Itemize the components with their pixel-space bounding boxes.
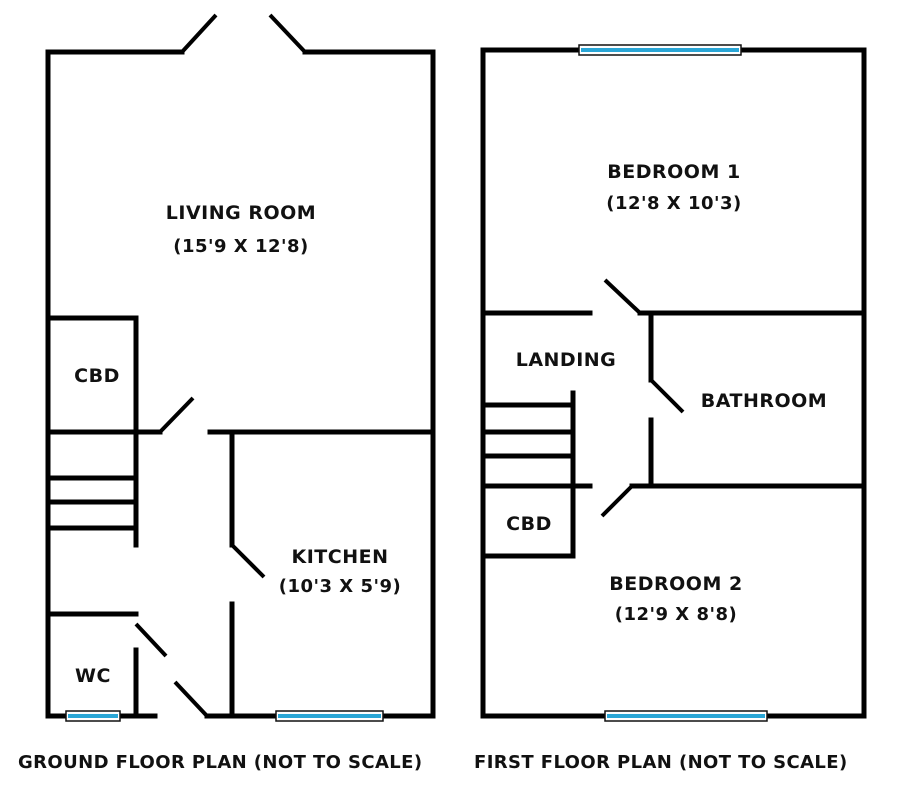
first-floor-doors: [600, 278, 685, 518]
ground-cbd-label: CBD: [74, 365, 120, 387]
kitchen-door: [230, 543, 266, 579]
living-room-door: [158, 396, 195, 434]
kitchen-label: KITCHEN: [292, 546, 389, 568]
ground-floor-doors: [134, 13, 307, 718]
first-floor-plan: BEDROOM 1 (12'8 X 10'3) LANDING BATHROOM…: [474, 44, 867, 773]
entrance-door-left: [180, 13, 218, 54]
bedroom1-dimensions: (12'8 X 10'3): [606, 193, 742, 214]
first-floor-caption: FIRST FLOOR PLAN (NOT TO SCALE): [474, 752, 848, 773]
first-floor-labels: BEDROOM 1 (12'8 X 10'3) LANDING BATHROOM…: [474, 161, 848, 773]
living-room-dimensions: (15'9 X 12'8): [173, 236, 309, 257]
bathroom-label: BATHROOM: [701, 390, 827, 412]
bedroom2-door: [600, 484, 634, 518]
kitchen-dimensions: (10'3 X 5'9): [279, 576, 402, 597]
bedroom2-window: [604, 710, 768, 722]
ground-floor-plan: LIVING ROOM (15'9 X 12'8) CBD KITCHEN (1…: [18, 13, 436, 773]
ground-floor-caption: GROUND FLOOR PLAN (NOT TO SCALE): [18, 752, 422, 773]
bedroom1-label: BEDROOM 1: [607, 161, 740, 183]
bathroom-door: [649, 378, 685, 414]
bedroom1-door: [603, 278, 642, 315]
ground-floor-windows: [65, 710, 384, 722]
bedroom1-window: [578, 44, 742, 56]
ground-floor-walls: [45, 49, 436, 719]
wc-label: WC: [75, 665, 111, 687]
bedroom2-dimensions: (12'9 X 8'8): [615, 604, 738, 625]
landing-label: LANDING: [516, 349, 617, 371]
first-floor-windows: [578, 44, 768, 722]
kitchen-window: [275, 710, 384, 722]
front-door: [173, 680, 209, 718]
living-room-label: LIVING ROOM: [166, 202, 316, 224]
bedroom2-label: BEDROOM 2: [609, 573, 742, 595]
entrance-door-right: [268, 13, 307, 54]
wc-window: [65, 710, 121, 722]
ground-floor-labels: LIVING ROOM (15'9 X 12'8) CBD KITCHEN (1…: [18, 202, 422, 773]
first-cbd-label: CBD: [506, 513, 552, 535]
wc-door: [134, 622, 168, 658]
